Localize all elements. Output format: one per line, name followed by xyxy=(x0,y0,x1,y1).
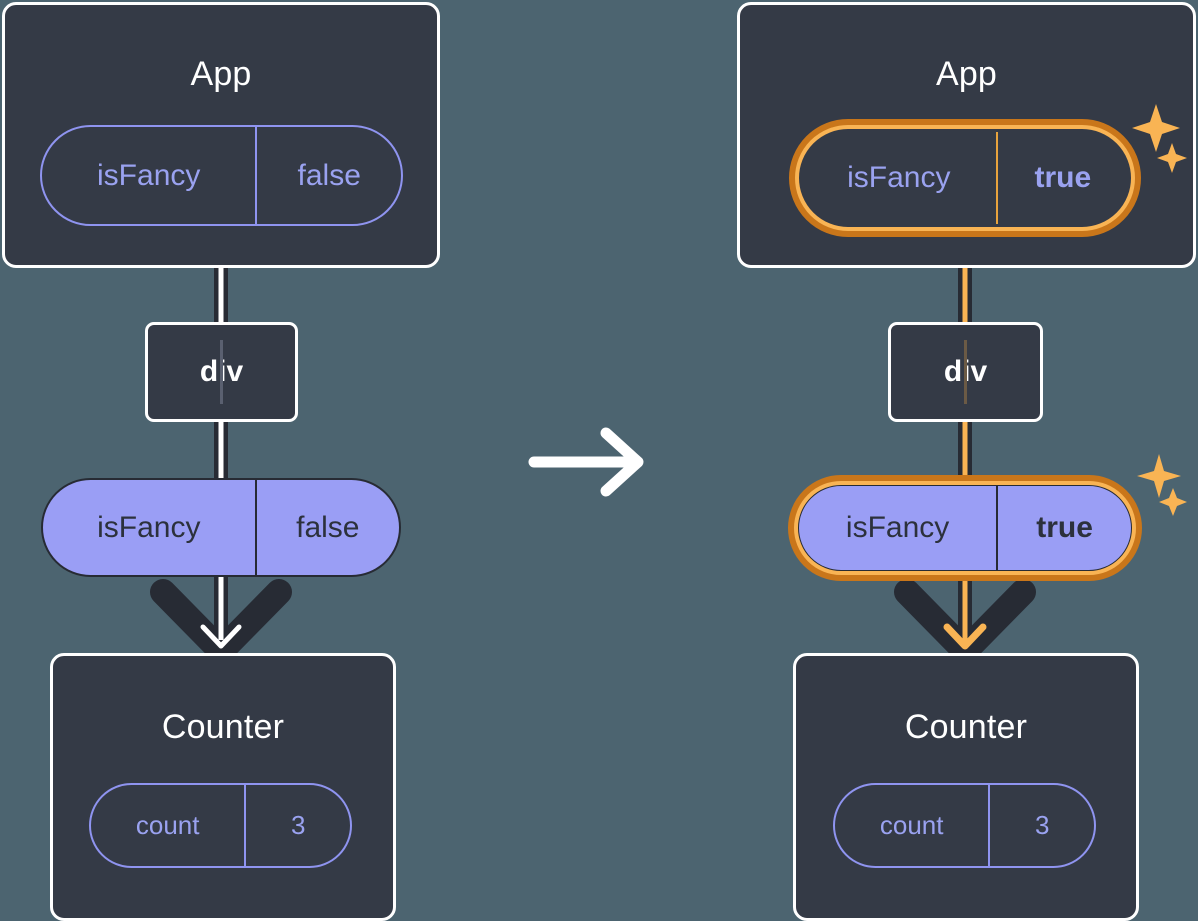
prop-key-before: isFancy xyxy=(97,510,201,544)
counter-title-after: Counter xyxy=(904,708,1028,746)
app-title-before: App xyxy=(190,55,252,93)
edge-arrowhead-left xyxy=(200,624,242,649)
prop-pill-before[interactable]: isFancy false xyxy=(41,478,401,577)
counter-title-before: Counter xyxy=(161,708,285,746)
counter-state-value-before: 3 xyxy=(290,810,306,840)
edge-arrowhead-right xyxy=(943,623,987,650)
counter-state-pill-before[interactable]: count 3 xyxy=(89,783,352,868)
pill-divider xyxy=(255,127,258,224)
arrow-right-icon xyxy=(528,427,644,497)
transition-arrow xyxy=(528,427,644,497)
sparkle-large-icon xyxy=(1137,454,1181,498)
app-state-pill-before[interactable]: isFancy false xyxy=(40,125,403,226)
prop-value-before: false xyxy=(296,510,360,544)
sparkle-small-icon xyxy=(1159,488,1187,516)
prop-pill-after[interactable]: isFancy true xyxy=(797,484,1133,572)
div-inner-line-after xyxy=(964,340,967,404)
app-state-pill-after[interactable]: isFancy true xyxy=(800,130,1130,226)
sparkle-large-icon xyxy=(1132,104,1180,152)
pill-divider xyxy=(254,480,257,575)
app-state-key-after: isFancy xyxy=(847,161,951,194)
pill-divider xyxy=(995,132,998,224)
counter-state-key-before: count xyxy=(135,810,200,840)
pill-divider xyxy=(996,486,999,570)
app-state-key-before: isFancy xyxy=(97,158,201,192)
counter-state-value-after: 3 xyxy=(1034,810,1050,840)
sparkle-small-icon xyxy=(1157,143,1187,173)
app-title-after: App xyxy=(935,55,998,93)
prop-key-after: isFancy xyxy=(845,511,950,544)
prop-value-after: true xyxy=(1036,511,1093,544)
counter-state-key-after: count xyxy=(879,810,944,840)
app-state-value-before: false xyxy=(297,158,361,192)
pill-divider xyxy=(988,785,991,866)
pill-divider xyxy=(244,785,247,866)
div-inner-line-before xyxy=(220,340,223,404)
app-box-after: App xyxy=(737,2,1196,268)
app-state-value-after: true xyxy=(1034,161,1092,194)
counter-state-pill-after[interactable]: count 3 xyxy=(833,783,1096,868)
